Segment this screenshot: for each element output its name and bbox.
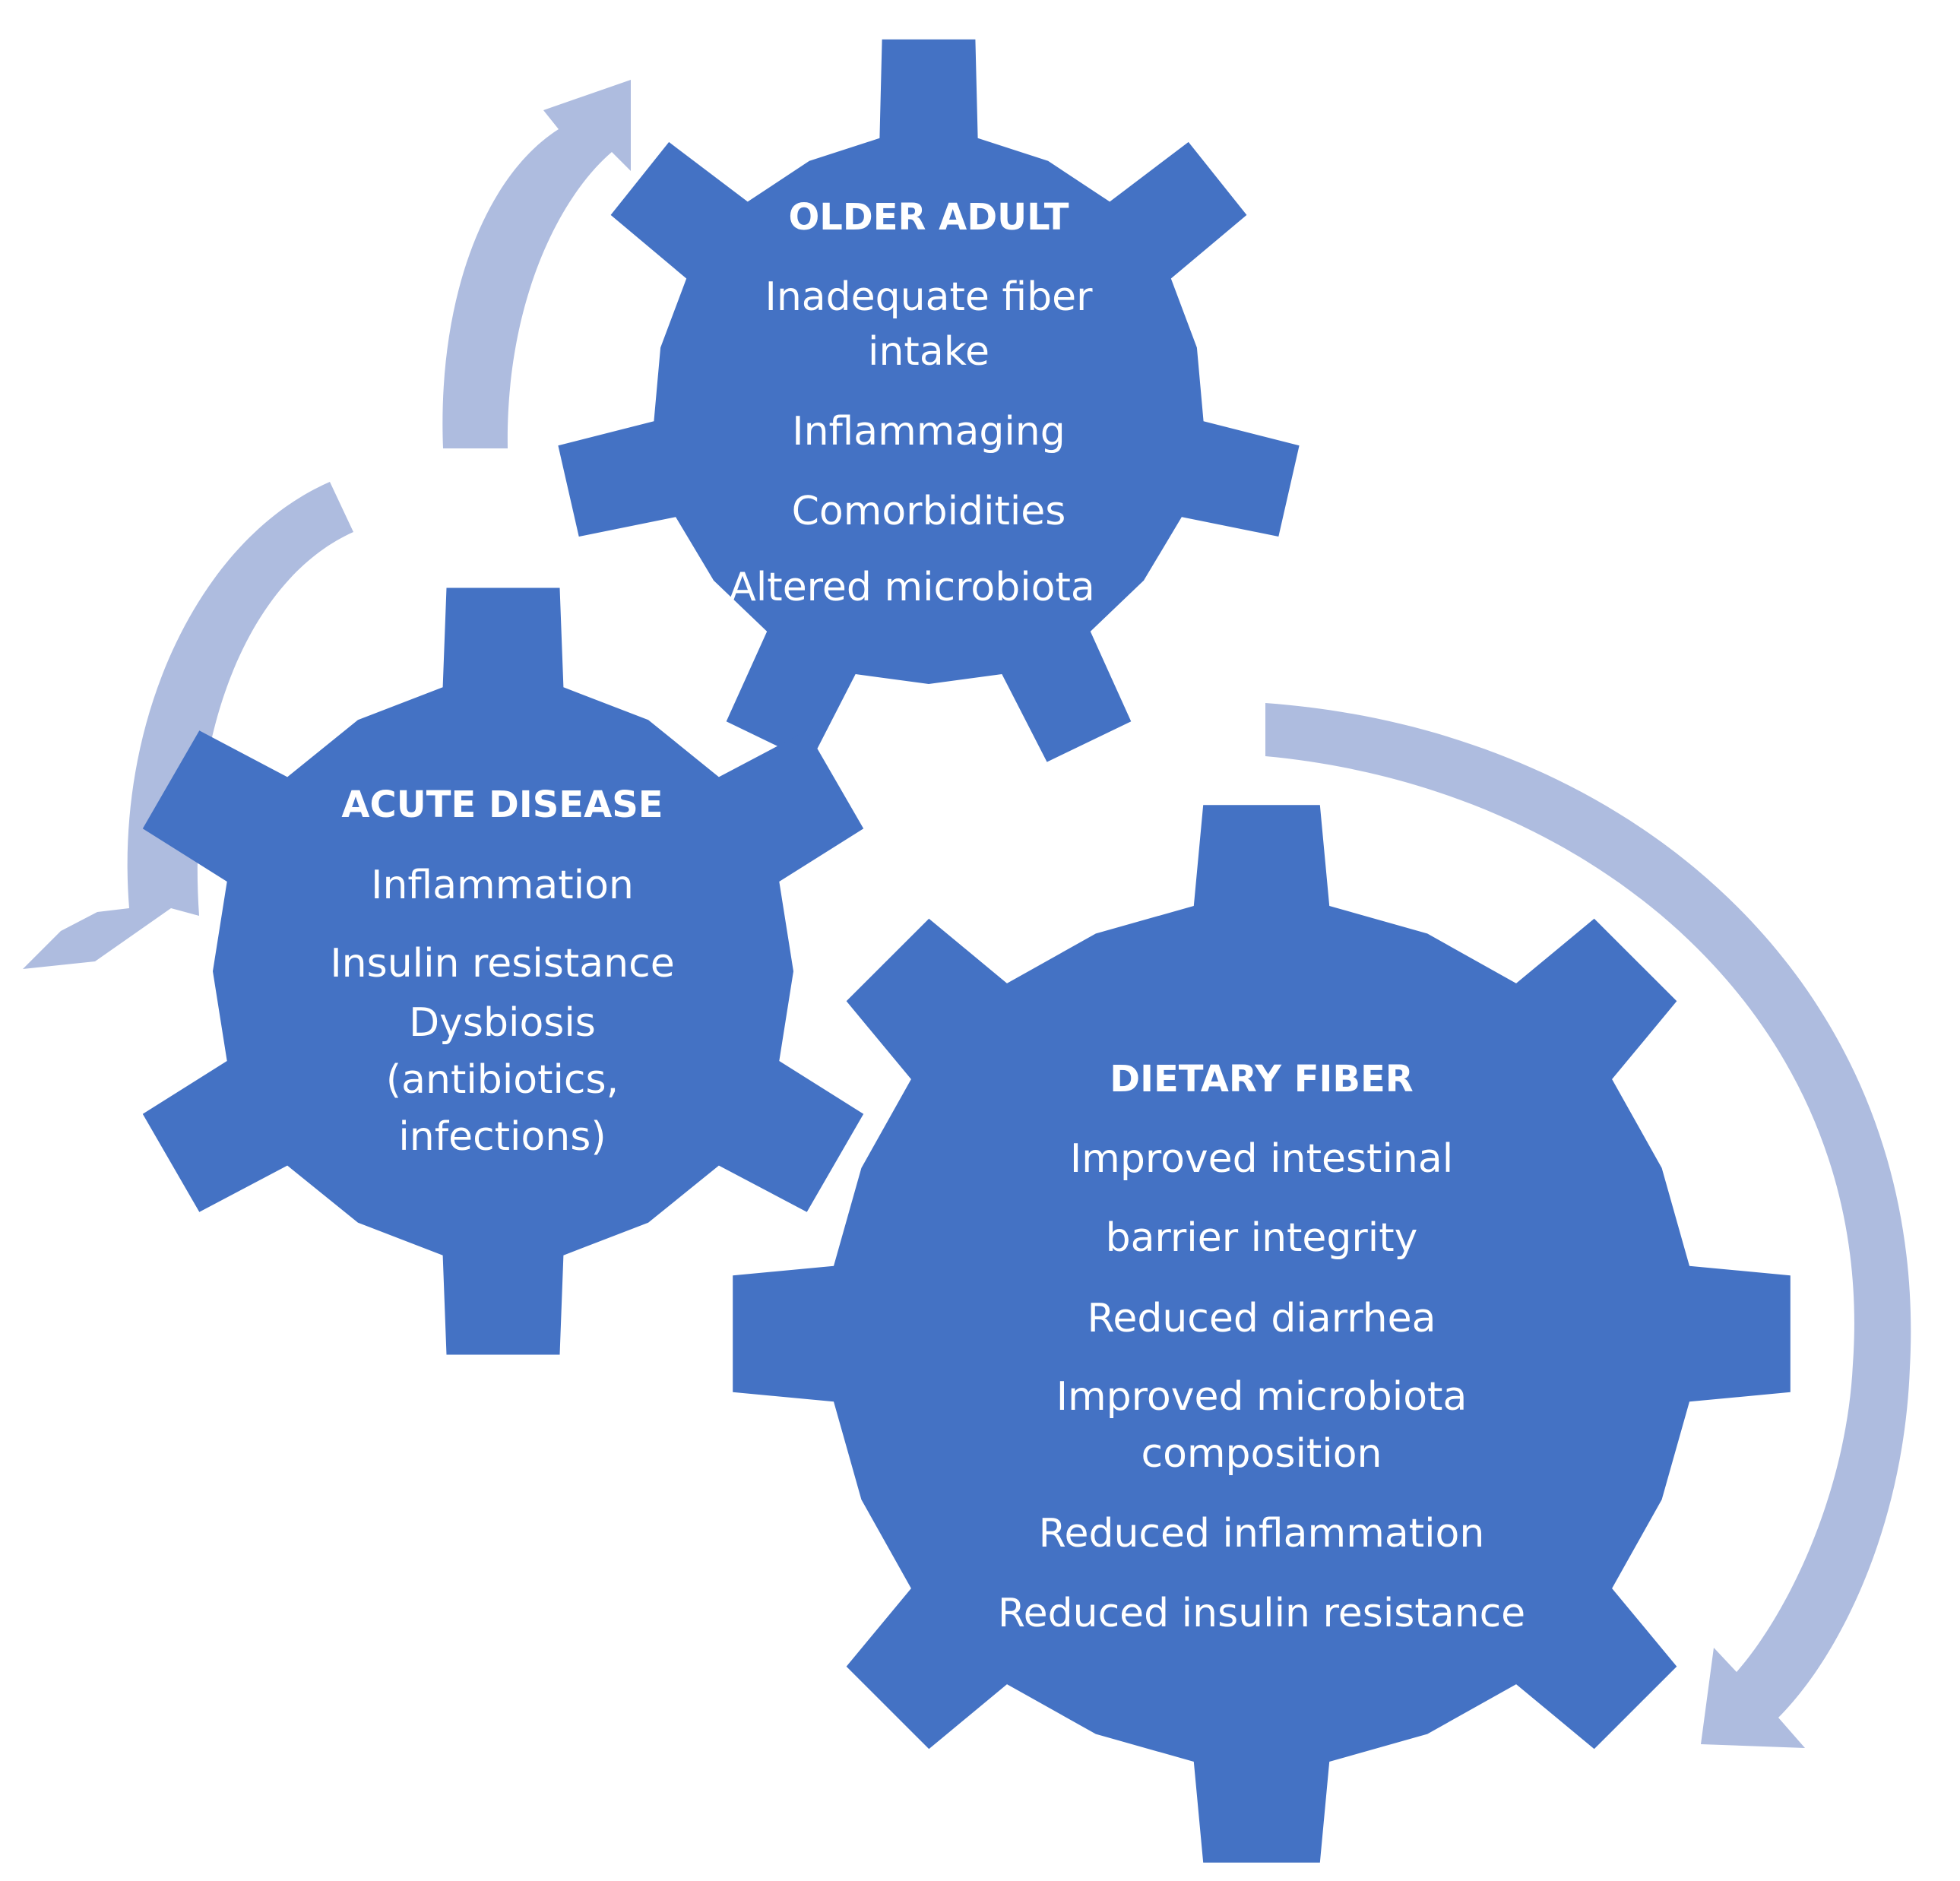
cycle-arrows [23, 80, 1911, 1748]
acute-disease-item: (antibiotics, [386, 1057, 619, 1103]
older-adult-item: Inflammaging [792, 409, 1065, 454]
dietary-fiber-item: Reduced inflammation [1039, 1511, 1485, 1556]
acute-disease-item: Dysbiosis [409, 1000, 596, 1046]
dietary-fiber-item: barrier integrity [1106, 1215, 1418, 1261]
dietary-fiber-item: Improved intestinal [1070, 1136, 1453, 1182]
acute-disease-item: Insulin resistance [330, 941, 674, 986]
older-adult-item: intake [868, 329, 989, 375]
acute-disease-title: ACUTE DISEASE [341, 784, 663, 826]
dietary-fiber-title: DIETARY FIBER [1110, 1058, 1413, 1100]
arrow-older-to-acute [23, 482, 353, 969]
gears [142, 39, 1791, 1863]
arrow-fiber-to-older [1265, 703, 1911, 1748]
dietary-fiber-item: Reduced diarrhea [1088, 1296, 1436, 1341]
dietary-fiber-item: Reduced insulin resistance [998, 1591, 1525, 1636]
older-adult-item: Inadequate fiber [765, 274, 1093, 320]
older-adult-title: OLDER ADULT [788, 196, 1069, 239]
arrow-acute-to-older [442, 80, 631, 448]
acute-disease-item: Inflammation [371, 863, 634, 908]
older-adult-item: Comorbidities [792, 489, 1066, 534]
acute-disease-item: infections) [398, 1114, 606, 1160]
gear-dietary-fiber [733, 805, 1791, 1863]
dietary-fiber-text: DIETARY FIBER Improved intestinal barrie… [998, 1058, 1525, 1636]
gear-older-adult [558, 39, 1300, 762]
dietary-fiber-item: composition [1141, 1431, 1382, 1477]
dietary-fiber-item: Improved microbiota [1056, 1374, 1468, 1420]
gear-acute-disease [142, 587, 864, 1355]
older-adult-item: Altered microbiota [729, 565, 1094, 610]
older-adult-text: OLDER ADULT Inadequate fiber intake Infl… [729, 196, 1094, 610]
acute-disease-text: ACUTE DISEASE Inflammation Insulin resis… [330, 784, 674, 1160]
